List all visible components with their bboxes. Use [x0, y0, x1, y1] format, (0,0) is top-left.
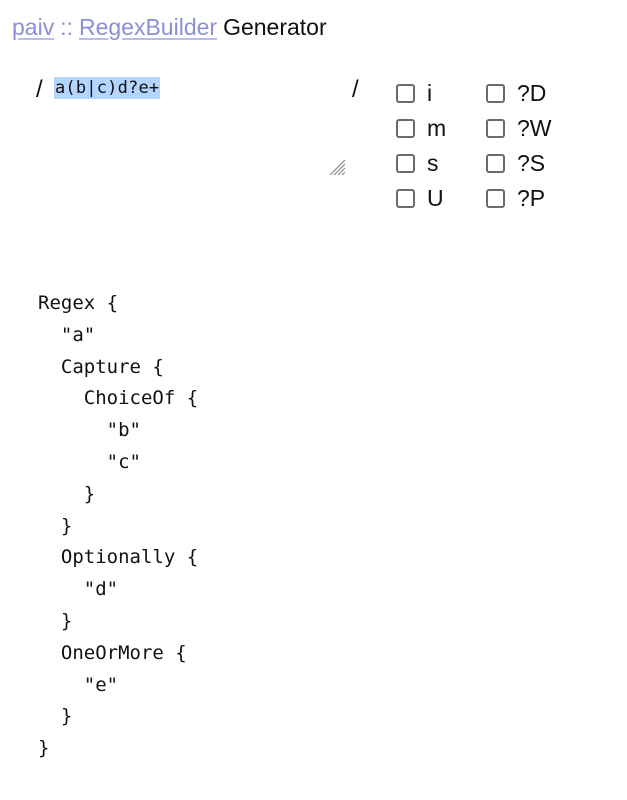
flag-label: i [427, 80, 433, 106]
flag-label: ?P [517, 185, 546, 211]
flag-i-flag[interactable]: i [396, 76, 486, 111]
checkbox[interactable] [396, 119, 415, 138]
flag-s-flag[interactable]: s [396, 146, 486, 181]
flag-d-option[interactable]: ?D [486, 76, 576, 111]
code-line: Regex { [38, 292, 119, 314]
checkbox[interactable] [396, 84, 415, 103]
code-line: "e" [38, 673, 119, 696]
resize-handle-icon[interactable] [326, 156, 346, 176]
code-line: "a" [38, 323, 96, 346]
code-line: } [38, 705, 73, 728]
checkbox[interactable] [486, 189, 505, 208]
checkbox[interactable] [486, 154, 505, 173]
flag-w-option[interactable]: ?W [486, 111, 576, 146]
code-line: "d" [38, 578, 119, 601]
checkbox[interactable] [396, 189, 415, 208]
code-line: } [38, 514, 73, 537]
breadcrumb-link-regexbuilder[interactable]: RegexBuilder [78, 14, 218, 40]
flag-m-flag[interactable]: m [396, 111, 486, 146]
code-line: "b" [38, 419, 141, 442]
code-line: OneOrMore { [38, 641, 187, 664]
code-line: ChoiceOf { [38, 387, 199, 410]
code-line: "c" [38, 450, 141, 473]
flag-label: ?D [517, 80, 547, 106]
flag-label: ?W [517, 115, 552, 141]
regex-close-delimiter: / [352, 76, 359, 103]
breadcrumb-separator: :: [60, 14, 73, 40]
flag-label: U [427, 185, 444, 211]
code-line: } [38, 609, 73, 632]
generated-code: Regex { "a" Capture { ChoiceOf { "b" "c"… [38, 288, 198, 765]
checkbox[interactable] [486, 119, 505, 138]
code-line: Optionally { [38, 546, 199, 569]
flag-s-option[interactable]: ?S [486, 146, 576, 181]
code-line: Capture { [38, 355, 164, 378]
code-line: } [38, 737, 50, 760]
regex-input[interactable] [52, 72, 342, 182]
regex-open-delimiter: / [36, 76, 43, 103]
page-title: Generator [223, 14, 327, 40]
flag-label: s [427, 150, 439, 176]
flag-label: ?S [517, 150, 546, 176]
regex-flags: i ?D m ?W s ?S U ?P [396, 76, 576, 216]
flag-p-option[interactable]: ?P [486, 181, 576, 216]
checkbox[interactable] [396, 154, 415, 173]
checkbox[interactable] [486, 84, 505, 103]
code-line: } [38, 482, 96, 505]
flag-label: m [427, 115, 447, 141]
breadcrumb-link-paiv[interactable]: paiv [12, 14, 55, 40]
flag-u-flag[interactable]: U [396, 181, 486, 216]
